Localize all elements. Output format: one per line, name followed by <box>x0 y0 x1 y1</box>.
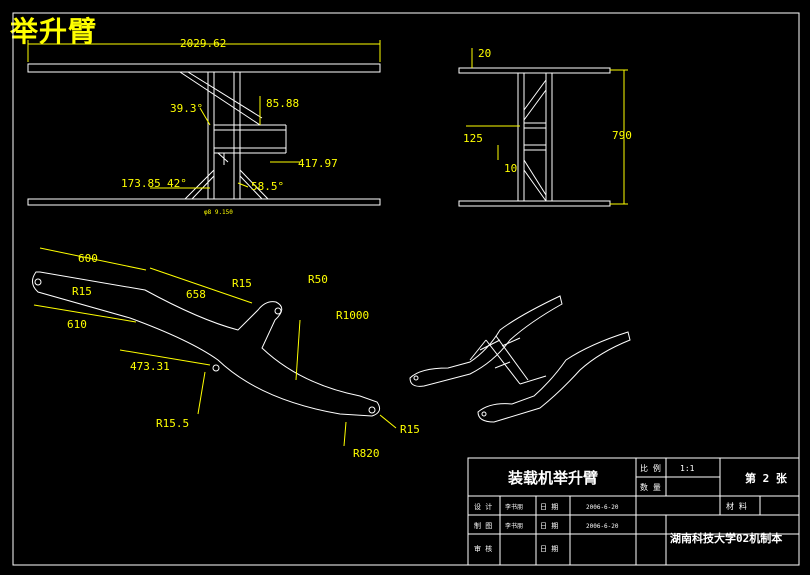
drawing-title: 举升臂 <box>10 15 98 48</box>
drawn-label: 制 图 <box>474 521 492 530</box>
arm-dim-text: 600 610 658 473.31 R15 R15 R50 R1000 R15… <box>67 252 420 460</box>
angle-58-dim: 58.5° <box>251 180 284 193</box>
dim-125: 125 <box>463 132 483 145</box>
part-name: 装载机举升臂 <box>507 469 598 487</box>
review-label: 审 核 <box>474 544 492 553</box>
front-view <box>27 63 381 206</box>
r50: R50 <box>308 273 328 286</box>
side-view-dimensions <box>466 48 628 205</box>
angle-top-dim: 39.3° <box>170 102 203 115</box>
school-name: 湖南科技大学02机制本 <box>670 531 782 545</box>
title-block <box>467 457 800 566</box>
scale-label: 比 例 <box>640 463 661 473</box>
date-label-3: 日 期 <box>540 545 558 553</box>
dim-473: 473.31 <box>130 360 170 373</box>
r15-right: R15 <box>400 423 420 436</box>
dim-173: 173.85 <box>121 177 161 190</box>
r15-left: R15 <box>72 285 92 298</box>
dim-610: 610 <box>67 318 87 331</box>
side-view-dim-text: 20 790 125 10 <box>463 47 632 175</box>
angle-42-dim: 42° <box>167 177 187 190</box>
arm-profile <box>32 271 381 417</box>
dim-10: 10 <box>504 162 517 175</box>
date-1: 2006-6-20 <box>586 504 619 511</box>
r15-5: R15.5 <box>156 417 189 430</box>
front-view-dim-text: 2029.62 39.3° 85.88 417.97 173.85 42° 58… <box>121 37 338 216</box>
plate-thickness-dim: 20 <box>478 47 491 60</box>
r820: R820 <box>353 447 380 460</box>
title-block-text: 装载机举升臂 比 例 1:1 数 量 第 2 张 材 料 设 计 李书朋 日 期… <box>474 463 788 553</box>
dim-600: 600 <box>78 252 98 265</box>
r15-top: R15 <box>232 277 252 290</box>
r1000: R1000 <box>336 309 369 322</box>
sheet-number: 第 2 张 <box>745 471 788 485</box>
front-view-dimensions <box>27 40 381 189</box>
qty-label: 数 量 <box>640 482 661 492</box>
date-label-1: 日 期 <box>540 503 558 511</box>
dim-85: 85.88 <box>266 97 299 110</box>
arm-dimensions <box>33 247 397 447</box>
isometric-view <box>409 295 631 423</box>
dim-417: 417.97 <box>298 157 338 170</box>
overall-height-dim: 790 <box>612 129 632 142</box>
weld-note: φ8 9.150 <box>204 209 233 216</box>
date-label-2: 日 期 <box>540 522 558 530</box>
designer-label: 设 计 <box>474 502 492 511</box>
scale-value: 1:1 <box>680 464 695 473</box>
overall-width-dim: 2029.62 <box>180 37 226 50</box>
dim-658: 658 <box>186 288 206 301</box>
drawn-name: 李书朋 <box>505 522 523 530</box>
date-2: 2006-6-20 <box>586 523 619 530</box>
designer-name: 李书朋 <box>505 503 523 511</box>
drawing-border <box>12 12 800 566</box>
material-label: 材 料 <box>726 501 747 511</box>
